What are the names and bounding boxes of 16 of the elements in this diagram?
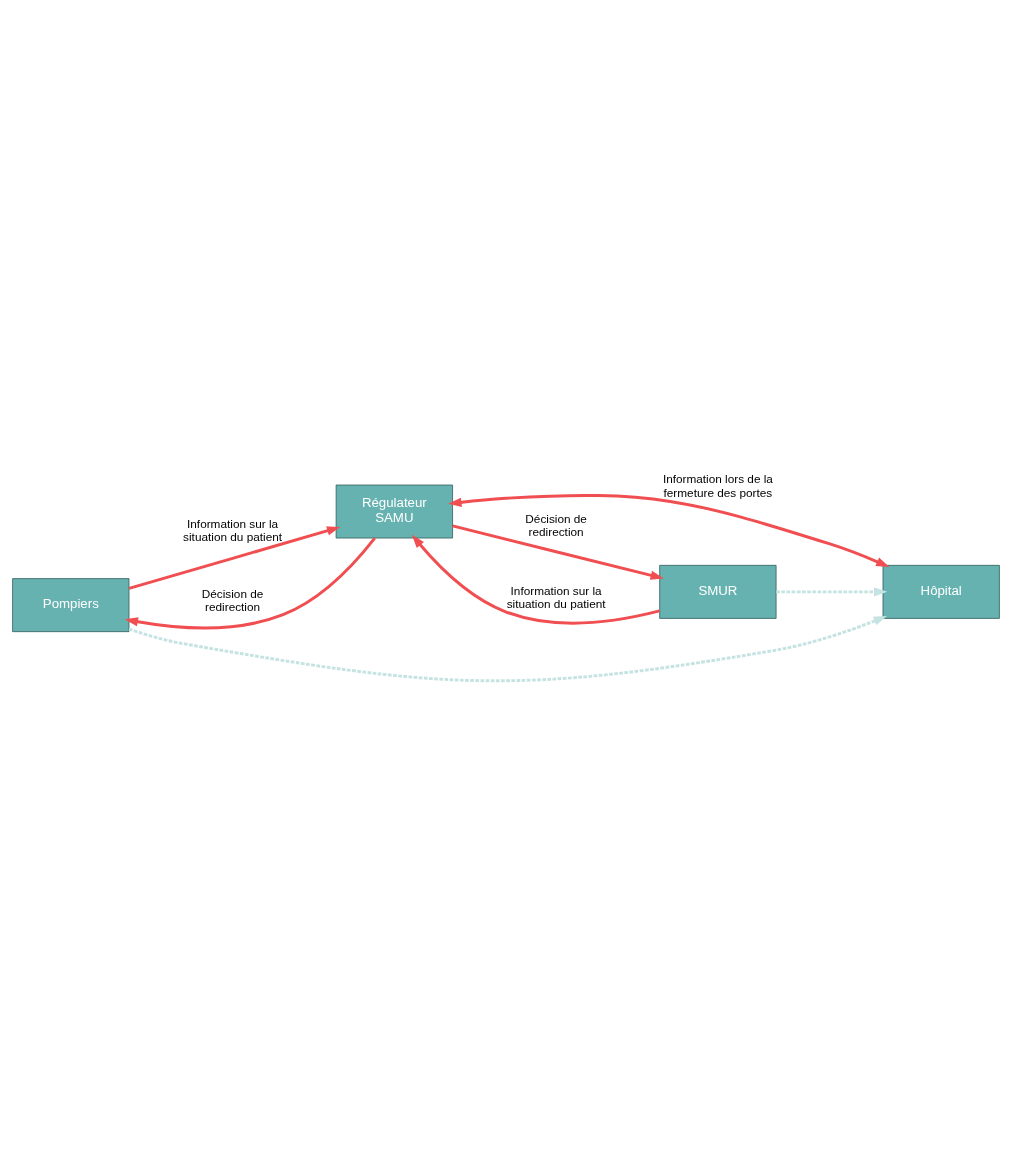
node-box: Pompiers — [12, 577, 130, 632]
arrow — [776, 586, 888, 597]
arrow — [452, 523, 664, 580]
arrow — [448, 493, 890, 567]
edge-label: Information sur la situation du patient — [183, 516, 283, 543]
node-box: Régulateur SAMU — [335, 484, 453, 538]
edge-label: Décision de redirection — [525, 511, 587, 538]
node-box: SMUR — [659, 564, 777, 619]
edge-label: Information sur la situation du patient — [506, 583, 606, 610]
edge-label: Information lors de la fermeture des portes — [662, 471, 773, 499]
edge-label: Décision de redirection — [201, 586, 264, 613]
arrow — [124, 536, 376, 629]
node-box: Hôpital — [882, 564, 1000, 619]
arrow — [411, 534, 660, 624]
arrow — [128, 615, 887, 682]
arrow — [128, 525, 341, 590]
